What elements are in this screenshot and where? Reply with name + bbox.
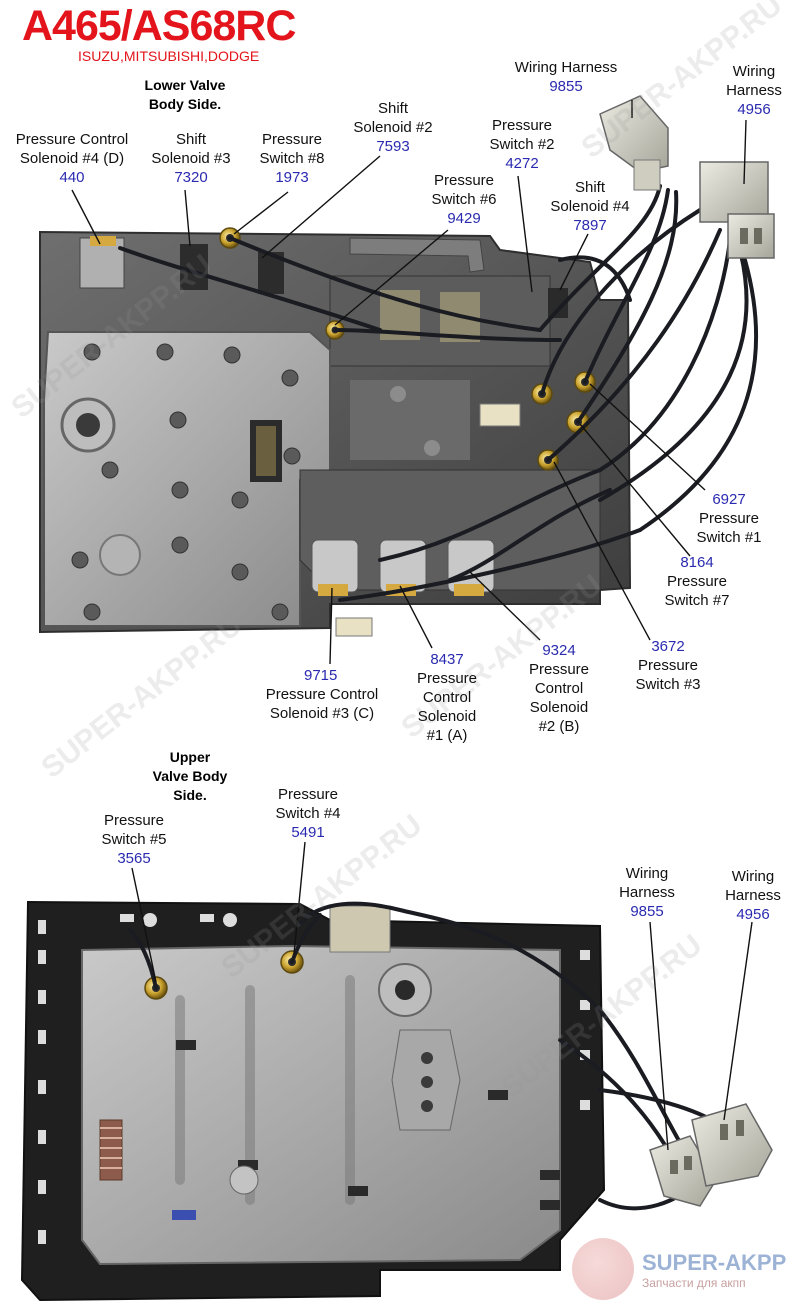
label-shift-solenoid-2: Shift Solenoid #2 7593 <box>340 99 446 156</box>
label-text: Solenoid #2 <box>353 119 433 136</box>
lower-valve-body <box>39 227 632 637</box>
logo-tagline: Запчасти для акпп <box>642 1276 746 1290</box>
lower-side-heading-line2: Body Side. <box>148 96 222 112</box>
part-number: 4956 <box>736 906 770 923</box>
label-text: Pressure Control <box>15 131 129 148</box>
label-text: Pressure <box>528 661 590 678</box>
label-text: Wiring <box>731 868 775 885</box>
lower-side-heading-line1: Lower Valve <box>144 77 226 93</box>
part-number: 9324 <box>542 642 576 659</box>
label-pressure-switch-1: 6927 Pressure Switch #1 <box>684 490 774 547</box>
label-text: #1 (A) <box>426 727 468 744</box>
leader-lines <box>71 100 753 1151</box>
part-number: 1973 <box>275 169 309 186</box>
label-pressure-control-solenoid-1: 8437 Pressure Control Solenoid #1 (A) <box>402 650 492 745</box>
part-number: 7897 <box>573 217 607 234</box>
part-number: 4272 <box>505 155 539 172</box>
part-number: 3565 <box>117 850 151 867</box>
label-text: Switch #7 <box>664 592 730 609</box>
label-pressure-switch-4: Pressure Switch #4 5491 <box>260 785 356 842</box>
part-number: 9715 <box>304 667 338 684</box>
label-text: #2 (B) <box>538 718 580 735</box>
part-number: 440 <box>59 169 85 186</box>
label-pressure-control-solenoid-2: 9324 Pressure Control Solenoid #2 (B) <box>514 641 604 736</box>
part-number: 4956 <box>737 101 771 118</box>
label-text: Pressure <box>666 573 728 590</box>
label-text: Control <box>534 680 584 697</box>
label-pressure-control-solenoid-3: 9715 Pressure Control Solenoid #3 (C) <box>244 666 400 723</box>
label-text: Switch #4 <box>275 805 341 822</box>
part-number: 8164 <box>680 554 714 571</box>
upper-harness-connectors <box>649 1103 773 1207</box>
label-pressure-switch-8: Pressure Switch #8 1973 <box>244 130 340 187</box>
logo-name: SUPER-AKPP <box>642 1250 787 1275</box>
upper-side-heading-line2: Valve Body <box>152 768 228 784</box>
label-text: Wiring <box>732 63 776 80</box>
label-pressure-control-solenoid-4: Pressure Control Solenoid #4 (D) 440 <box>2 130 142 187</box>
upper-side-heading-line3: Side. <box>173 787 207 803</box>
part-number: 8437 <box>430 651 464 668</box>
label-text: Pressure <box>637 657 699 674</box>
part-number: 3672 <box>651 638 685 655</box>
label-shift-solenoid-3: Shift Solenoid #3 7320 <box>136 130 246 187</box>
page-title: A465/AS68RC <box>22 2 296 50</box>
part-number: 9855 <box>549 78 583 95</box>
super-akpp-logo: SUPER-AKPP Запчасти для акпп <box>572 1232 792 1308</box>
label-pressure-switch-2: Pressure Switch #2 4272 <box>474 116 570 173</box>
part-number: 6927 <box>712 491 746 508</box>
label-text: Switch #6 <box>431 191 497 208</box>
label-pressure-switch-6: Pressure Switch #6 9429 <box>416 171 512 228</box>
label-pressure-switch-7: 8164 Pressure Switch #7 <box>652 553 742 610</box>
label-shift-solenoid-4: Shift Solenoid #4 7897 <box>540 178 640 235</box>
lower-side-heading: Lower Valve Body Side. <box>130 76 240 114</box>
label-text: Pressure <box>698 510 760 527</box>
label-text: Solenoid #4 <box>550 198 630 215</box>
label-text: Harness <box>725 887 781 904</box>
upper-valve-body <box>20 900 606 1302</box>
part-number: 7320 <box>174 169 208 186</box>
label-text: Solenoid #3 <box>151 150 231 167</box>
label-text: Pressure <box>433 172 495 189</box>
label-text: Shift <box>377 100 408 117</box>
label-text: Pressure Control <box>265 686 379 703</box>
part-number: 7593 <box>376 138 410 155</box>
label-text: Solenoid #3 (C) <box>269 705 375 722</box>
label-text: Harness <box>726 82 782 99</box>
label-upper-wiring-harness-4956: Wiring Harness 4956 <box>710 867 796 924</box>
part-number: 5491 <box>291 824 325 841</box>
label-pressure-switch-5: Pressure Switch #5 3565 <box>86 811 182 868</box>
label-text: Pressure <box>416 670 478 687</box>
label-text: Harness <box>619 884 675 901</box>
label-text: Switch #3 <box>635 676 701 693</box>
label-text: Wiring <box>625 865 669 882</box>
logo-emblem-icon <box>572 1238 634 1300</box>
page-subtitle: ISUZU,MITSUBISHI,DODGE <box>78 48 260 64</box>
label-text: Pressure <box>261 131 323 148</box>
label-text: Solenoid <box>529 699 589 716</box>
label-text: Pressure <box>491 117 553 134</box>
upper-side-heading: Upper Valve Body Side. <box>135 748 245 805</box>
label-text: Switch #2 <box>489 136 555 153</box>
label-text: Shift <box>175 131 206 148</box>
label-upper-wiring-harness-9855: Wiring Harness 9855 <box>604 864 690 921</box>
label-text: Shift <box>574 179 605 196</box>
label-wiring-harness-9855: Wiring Harness 9855 <box>500 58 632 96</box>
part-number: 9429 <box>447 210 481 227</box>
label-pressure-switch-3: 3672 Pressure Switch #3 <box>620 637 716 694</box>
label-text: Pressure <box>103 812 165 829</box>
lower-harness-connectors <box>599 95 775 259</box>
label-text: Wiring Harness <box>514 59 618 76</box>
upper-side-heading-line1: Upper <box>169 749 211 765</box>
label-text: Control <box>422 689 472 706</box>
lower-wiring <box>118 184 759 602</box>
part-number: 9855 <box>630 903 664 920</box>
label-text: Pressure <box>277 786 339 803</box>
label-text: Switch #1 <box>696 529 762 546</box>
label-text: Switch #8 <box>259 150 325 167</box>
label-text: Solenoid <box>417 708 477 725</box>
label-text: Solenoid #4 (D) <box>19 150 125 167</box>
label-text: Switch #5 <box>101 831 167 848</box>
label-wiring-harness-4956: Wiring Harness 4956 <box>712 62 796 119</box>
